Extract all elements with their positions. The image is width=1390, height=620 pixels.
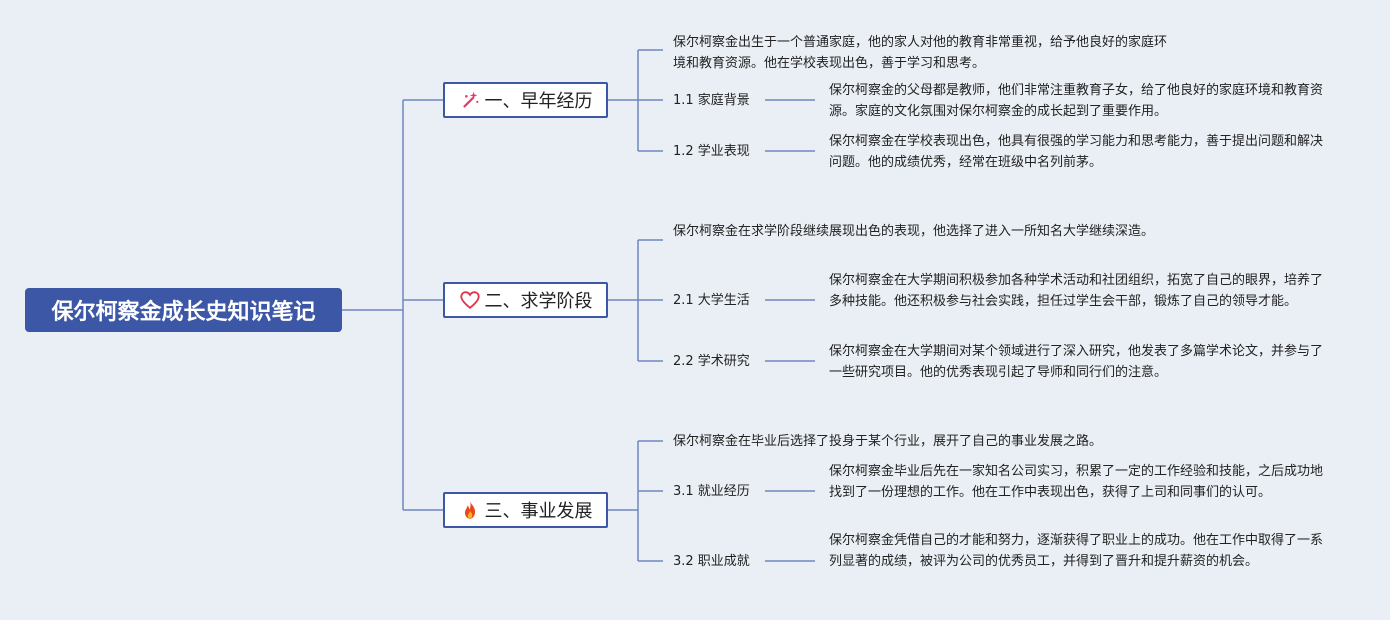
sub-topic-academic-performance[interactable]: 1.2 学业表现 bbox=[673, 144, 750, 159]
root-title: 保尔柯察金成长史知识笔记 bbox=[51, 300, 316, 325]
sub-topic-university-life[interactable]: 2.1 大学生活 bbox=[673, 293, 750, 308]
sub-topic-detail: 保尔柯察金在大学期间积极参加各种学术活动和社团组织，拓宽了自己的眼界，培养了多种… bbox=[829, 273, 1324, 309]
sub-topic-academic-research[interactable]: 2.2 学术研究 bbox=[673, 354, 750, 369]
sub-topic-employment[interactable]: 3.1 就业经历 bbox=[673, 484, 750, 499]
sub-topic-detail: 保尔柯察金在大学期间对某个领域进行了深入研究，他发表了多篇学术论文，并参与了一些… bbox=[829, 344, 1324, 380]
branch-node-study-stage[interactable]: 二、求学阶段 bbox=[443, 282, 608, 318]
branch-node-early-years[interactable]: 一、早年经历 bbox=[443, 82, 608, 118]
sub-topic-detail: 保尔柯察金在学校表现出色，他具有很强的学习能力和思考能力，善于提出问题和解决问题… bbox=[829, 134, 1324, 170]
branch-intro-text: 保尔柯察金在求学阶段继续展现出色的表现，他选择了进入一所知名大学继续深造。 bbox=[673, 224, 1155, 239]
branch-title: 一、早年经历 bbox=[484, 91, 593, 112]
branch-node-career-development[interactable]: 三、事业发展 bbox=[443, 492, 608, 528]
sub-topic-detail: 保尔柯察金的父母都是教师，他们非常注重教育子女，给了他良好的家庭环境和教育资源。… bbox=[829, 83, 1324, 119]
magic-wand-icon bbox=[462, 91, 478, 108]
sub-topic-detail: 保尔柯察金凭借自己的才能和努力，逐渐获得了职业上的成功。他在工作中取得了一系列显… bbox=[829, 533, 1324, 569]
heart-icon bbox=[459, 291, 480, 309]
branch-intro-text: 保尔柯察金在毕业后选择了投身于某个行业，展开了自己的事业发展之路。 bbox=[673, 434, 1103, 449]
sub-topic-family-background[interactable]: 1.1 家庭背景 bbox=[673, 93, 750, 108]
branch-intro-text: 保尔柯察金出生于一个普通家庭，他的家人对他的教育非常重视，给予他良好的家庭环境和… bbox=[673, 35, 1168, 71]
branch-title: 三、事业发展 bbox=[484, 501, 593, 522]
fire-icon bbox=[464, 500, 475, 519]
root-node[interactable]: 保尔柯察金成长史知识笔记 bbox=[25, 288, 342, 332]
branch-title: 二、求学阶段 bbox=[484, 291, 593, 312]
sub-topic-detail: 保尔柯察金毕业后先在一家知名公司实习，积累了一定的工作经验和技能，之后成功地找到… bbox=[829, 464, 1324, 500]
sub-topic-career-achievements[interactable]: 3.2 职业成就 bbox=[673, 554, 750, 569]
